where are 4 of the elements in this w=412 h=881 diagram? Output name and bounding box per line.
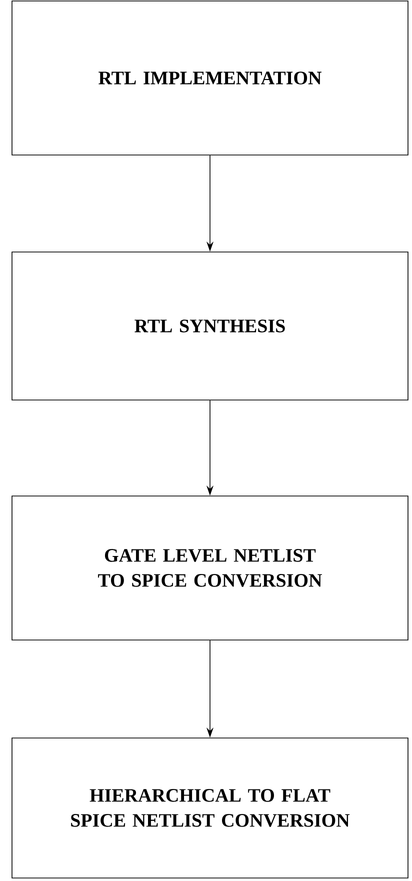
process-box: HIERARCHICAL TO FLAT SPICE NETLIST CONVERSION	[12, 738, 408, 878]
process-box: GATE LEVEL NETLIST TO SPICE CONVERSION	[12, 496, 408, 640]
process-box: RTL IMPLEMENTATION	[12, 0, 408, 156]
process-box: RTL SYNTHESIS	[12, 252, 408, 400]
